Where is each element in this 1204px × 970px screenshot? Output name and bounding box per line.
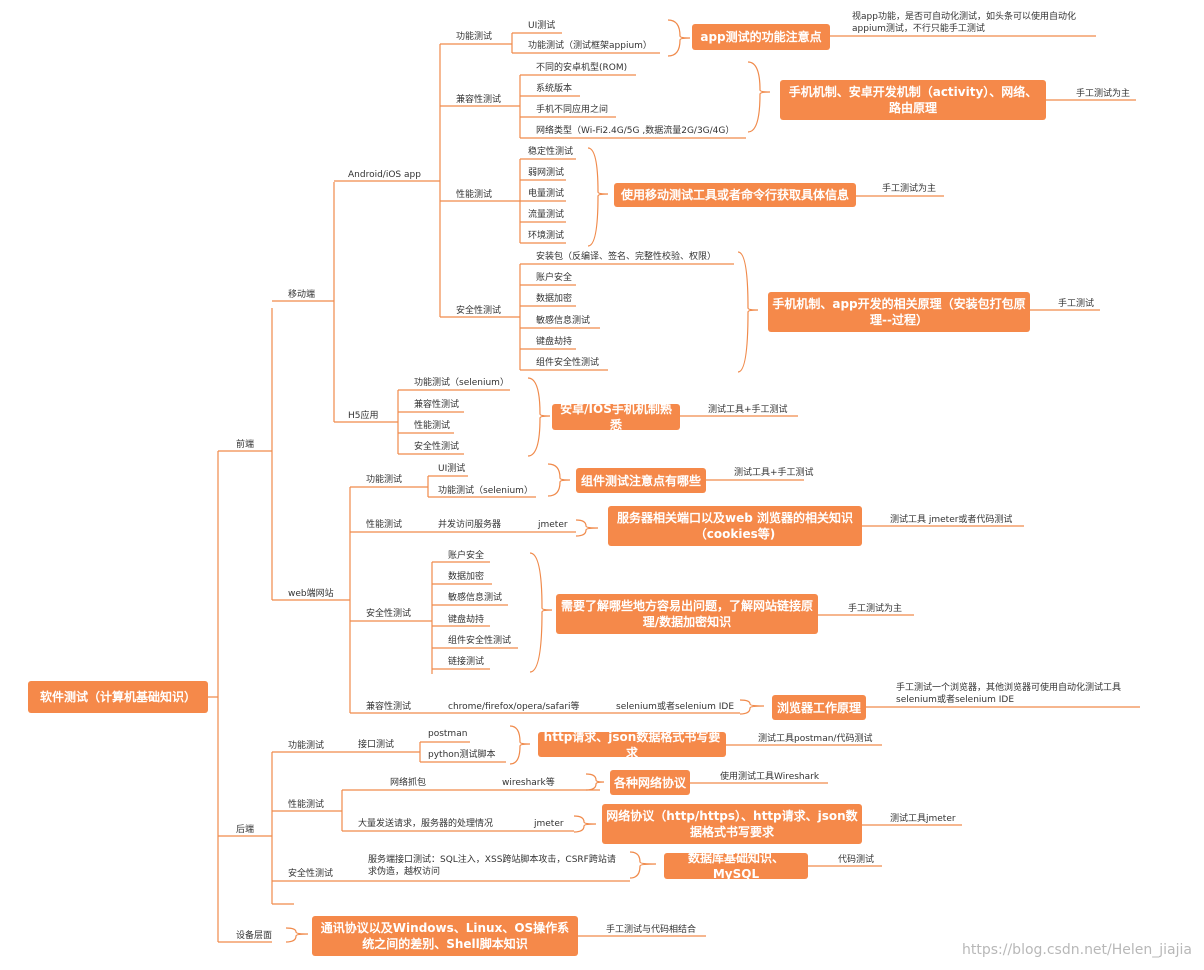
node-web-perf[interactable]: 性能测试 bbox=[366, 520, 403, 530]
leaf-rom[interactable]: 不同的安卓机型(ROM) bbox=[536, 63, 628, 73]
note-3: 手工测试为主 bbox=[882, 184, 937, 194]
leaf-component[interactable]: 组件安全性测试 bbox=[536, 358, 600, 368]
box-mobile-perf[interactable]: 使用移动测试工具或者命令行获取具体信息 bbox=[614, 183, 856, 207]
leaf-ui-test[interactable]: UI测试 bbox=[528, 21, 556, 31]
leaf-encryption[interactable]: 数据加密 bbox=[536, 294, 573, 304]
leaf-package[interactable]: 安装包（反编译、签名、完整性校验、权限） bbox=[536, 252, 717, 262]
note-9-line1: 手工测试一个浏览器，其他浏览器可使用自动化测试工具 bbox=[896, 683, 1122, 693]
leaf-web-encryption[interactable]: 数据加密 bbox=[448, 572, 485, 582]
leaf-browsers[interactable]: chrome/firefox/opera/safari等 bbox=[448, 702, 580, 712]
leaf-be-jmeter[interactable]: jmeter bbox=[534, 819, 564, 829]
note-5: 测试工具+手工测试 bbox=[708, 405, 788, 415]
leaf-h5-sec[interactable]: 安全性测试 bbox=[414, 442, 460, 452]
note-14: 手工测试与代码相结合 bbox=[606, 925, 697, 935]
leaf-postman[interactable]: postman bbox=[428, 729, 468, 739]
box-device[interactable]: 通讯协议以及Windows、Linux、OS操作系统之间的差别、Shell脚本知… bbox=[312, 916, 578, 956]
node-web-sec[interactable]: 安全性测试 bbox=[366, 609, 412, 619]
node-web[interactable]: web端网站 bbox=[288, 589, 334, 599]
note-9-line2: selenium或者selenium IDE bbox=[896, 695, 1015, 705]
box-web-perf[interactable]: 服务器相关端口以及web 浏览器的相关知识（cookies等) bbox=[608, 506, 862, 546]
leaf-load-requests[interactable]: 大量发送请求，服务器的处理情况 bbox=[358, 819, 494, 829]
node-be-perf[interactable]: 性能测试 bbox=[288, 800, 325, 810]
note-2: 手工测试为主 bbox=[1076, 89, 1131, 99]
note-1-line1: 视app功能，是否可自动化测试，如头条可以使用自动化 bbox=[852, 12, 1076, 22]
node-android-ios-app[interactable]: Android/iOS app bbox=[348, 170, 421, 180]
root-node[interactable]: 软件测试（计算机基础知识） bbox=[28, 681, 208, 713]
note-12: 测试工具jmeter bbox=[890, 814, 956, 824]
leaf-web-link[interactable]: 链接测试 bbox=[448, 657, 485, 667]
note-1-line2: appium测试，不行只能手工测试 bbox=[852, 24, 985, 34]
watermark: https://blog.csdn.net/Helen_jiajia bbox=[962, 942, 1192, 958]
node-device[interactable]: 设备层面 bbox=[236, 931, 273, 941]
box-be-sec[interactable]: 数据库基础知识、MySQL bbox=[664, 851, 808, 881]
leaf-web-jmeter[interactable]: jmeter bbox=[538, 520, 568, 530]
leaf-web-component[interactable]: 组件安全性测试 bbox=[448, 636, 512, 646]
node-app-perf[interactable]: 性能测试 bbox=[456, 190, 493, 200]
leaf-weak-network[interactable]: 弱网测试 bbox=[528, 168, 565, 178]
leaf-web-concurrency[interactable]: 并发访问服务器 bbox=[438, 520, 502, 530]
leaf-keyboard[interactable]: 键盘劫持 bbox=[536, 337, 573, 347]
leaf-stability[interactable]: 稳定性测试 bbox=[528, 147, 574, 157]
note-13: 代码测试 bbox=[838, 855, 875, 865]
leaf-packet-capture[interactable]: 网络抓包 bbox=[390, 778, 427, 788]
leaf-account[interactable]: 账户安全 bbox=[536, 273, 573, 283]
leaf-selenium-ide[interactable]: selenium或者selenium IDE bbox=[616, 702, 735, 712]
leaf-network-type[interactable]: 网络类型（Wi-Fi2.4G/5G ,数据流量2G/3G/4G） bbox=[536, 126, 735, 136]
note-11: 使用测试工具Wireshark bbox=[720, 772, 820, 782]
box-mobile-compat[interactable]: 手机机制、安卓开发机制（activity）、网络、路由原理 bbox=[780, 80, 1046, 120]
leaf-h5-perf[interactable]: 性能测试 bbox=[414, 421, 451, 431]
node-app-func[interactable]: 功能测试 bbox=[456, 32, 493, 42]
box-app-func-notes[interactable]: app测试的功能注意点 bbox=[692, 24, 830, 50]
leaf-be-sec-line2[interactable]: 求伪造，越权访问 bbox=[368, 867, 441, 877]
note-10: 测试工具postman/代码测试 bbox=[758, 734, 873, 744]
box-be-perf[interactable]: 网络协议（http/https）、http请求、json数据格式书写要求 bbox=[602, 804, 862, 844]
box-be-func[interactable]: http请求、json数据格式书写要求 bbox=[538, 730, 726, 760]
leaf-battery[interactable]: 电量测试 bbox=[528, 189, 565, 199]
node-web-compat[interactable]: 兼容性测试 bbox=[366, 702, 412, 712]
note-6: 测试工具+手工测试 bbox=[734, 468, 814, 478]
box-web-sec[interactable]: 需要了解哪些地方容易出问题，了解网站链接原理/数据加密知识 bbox=[556, 594, 818, 634]
leaf-web-sensitive[interactable]: 敏感信息测试 bbox=[448, 593, 503, 603]
leaf-h5-compat[interactable]: 兼容性测试 bbox=[414, 400, 460, 410]
leaf-traffic[interactable]: 流量测试 bbox=[528, 210, 565, 220]
leaf-wireshark[interactable]: wireshark等 bbox=[502, 778, 555, 788]
box-mobile-sec[interactable]: 手机机制、app开发的相关原理（安装包打包原理--过程） bbox=[768, 292, 1030, 332]
node-be-func[interactable]: 功能测试 bbox=[288, 741, 325, 751]
box-web-func[interactable]: 组件测试注意点有哪些 bbox=[576, 468, 706, 493]
box-browser[interactable]: 浏览器工作原理 bbox=[772, 695, 866, 720]
leaf-web-keyboard[interactable]: 键盘劫持 bbox=[448, 615, 485, 625]
leaf-appium[interactable]: 功能测试（测试框架appium） bbox=[528, 41, 652, 51]
note-4: 手工测试 bbox=[1058, 299, 1095, 309]
node-h5[interactable]: H5应用 bbox=[348, 411, 379, 421]
box-be-net[interactable]: 各种网络协议 bbox=[610, 770, 690, 795]
node-app-sec[interactable]: 安全性测试 bbox=[456, 306, 502, 316]
box-h5[interactable]: 安卓/IOS手机机制熟悉 bbox=[552, 402, 680, 432]
leaf-python-script[interactable]: python测试脚本 bbox=[428, 750, 496, 760]
node-web-func[interactable]: 功能测试 bbox=[366, 475, 403, 485]
leaf-web-ui[interactable]: UI测试 bbox=[438, 464, 466, 474]
leaf-be-sec-line1[interactable]: 服务端接口测试：SQL注入，XSS跨站脚本攻击，CSRF跨站请 bbox=[368, 855, 616, 865]
node-app-compat[interactable]: 兼容性测试 bbox=[456, 95, 502, 105]
node-be-sec[interactable]: 安全性测试 bbox=[288, 869, 334, 879]
leaf-os-version[interactable]: 系统版本 bbox=[536, 84, 573, 94]
leaf-environment[interactable]: 环境测试 bbox=[528, 231, 565, 241]
note-8: 手工测试为主 bbox=[848, 604, 903, 614]
leaf-sensitive[interactable]: 敏感信息测试 bbox=[536, 316, 591, 326]
node-mobile[interactable]: 移动端 bbox=[288, 290, 316, 300]
leaf-web-selenium[interactable]: 功能测试（selenium） bbox=[438, 486, 533, 496]
node-backend[interactable]: 后端 bbox=[236, 825, 255, 835]
node-api-test[interactable]: 接口测试 bbox=[358, 740, 395, 750]
note-7: 测试工具 jmeter或者代码测试 bbox=[890, 515, 1013, 525]
leaf-apps[interactable]: 手机不同应用之间 bbox=[536, 105, 609, 115]
node-frontend[interactable]: 前端 bbox=[236, 440, 255, 450]
leaf-h5-func[interactable]: 功能测试（selenium） bbox=[414, 378, 509, 388]
leaf-web-account[interactable]: 账户安全 bbox=[448, 551, 485, 561]
